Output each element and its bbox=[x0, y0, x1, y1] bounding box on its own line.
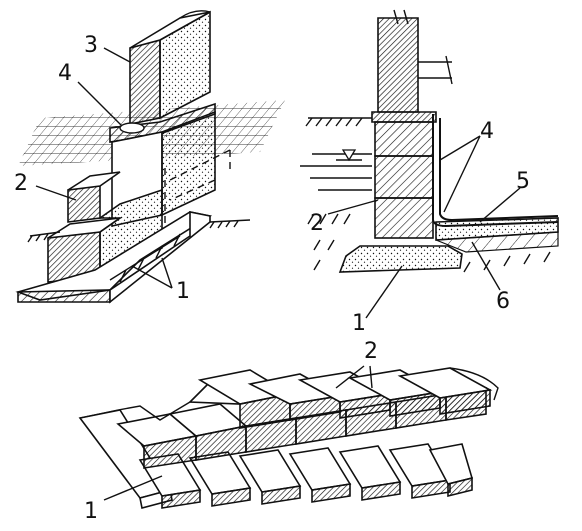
floor-beam bbox=[418, 55, 453, 85]
leader-b-5 bbox=[479, 187, 521, 223]
underlay bbox=[435, 231, 559, 253]
foundation-wall-side bbox=[161, 110, 216, 217]
label-b-5: 5 bbox=[516, 169, 530, 194]
label-a-4: 4 bbox=[58, 61, 72, 86]
block-1 bbox=[374, 121, 434, 157]
footing-side bbox=[109, 211, 211, 304]
upper-tier bbox=[188, 367, 499, 429]
label-b-2: 2 bbox=[310, 211, 324, 236]
lower-tier bbox=[138, 443, 474, 509]
footing-pad bbox=[338, 245, 463, 273]
stair-edge bbox=[79, 401, 191, 421]
earth-hatch-b bbox=[307, 213, 551, 273]
step-upper-front bbox=[67, 185, 101, 223]
block-2 bbox=[374, 155, 434, 199]
wall-front-face bbox=[129, 38, 161, 125]
leader-b-6 bbox=[471, 241, 501, 291]
figure-a-strip-foundation-isometric: 3 4 2 1 bbox=[14, 10, 285, 304]
figure-c-stepped-block-footing: 2 1 bbox=[78, 339, 499, 524]
leader-c-1 bbox=[103, 475, 163, 501]
leader-4 bbox=[77, 81, 123, 127]
plinth bbox=[371, 111, 437, 123]
ground-ticks-a bbox=[27, 220, 239, 243]
label-c-1: 1 bbox=[84, 499, 98, 524]
leader-1b bbox=[161, 257, 173, 289]
footing-blocks bbox=[109, 233, 181, 283]
block-3 bbox=[374, 197, 434, 239]
step-upper-top bbox=[67, 171, 121, 191]
leader-b-2 bbox=[327, 199, 379, 215]
figure-b-section-with-waterproofing: 4 5 2 6 1 bbox=[300, 9, 559, 336]
footing-front bbox=[17, 289, 111, 303]
leader-3 bbox=[103, 47, 131, 63]
label-a-3: 3 bbox=[84, 33, 98, 58]
insulation-joint bbox=[119, 122, 145, 134]
leader-b-1 bbox=[365, 265, 403, 319]
label-b-1: 1 bbox=[352, 311, 366, 336]
leader-c-2a bbox=[335, 365, 365, 389]
label-c-2: 2 bbox=[364, 339, 378, 364]
upper-wall bbox=[377, 17, 419, 113]
leader-2 bbox=[35, 185, 77, 201]
label-a-2: 2 bbox=[14, 171, 28, 196]
label-b-6: 6 bbox=[496, 289, 510, 314]
ground-ticks-b bbox=[305, 117, 363, 127]
middle-tier bbox=[116, 387, 487, 469]
leader-b-4b bbox=[443, 135, 481, 213]
leader-1a bbox=[131, 265, 173, 289]
leader-b-4a bbox=[439, 135, 481, 161]
label-b-4: 4 bbox=[480, 119, 494, 144]
leader-c-2b bbox=[369, 365, 373, 389]
waterproofing-outer bbox=[439, 118, 559, 222]
upper-wall-break bbox=[393, 9, 409, 25]
label-a-1: 1 bbox=[176, 279, 190, 304]
water-level-marker bbox=[341, 149, 357, 162]
water-level bbox=[300, 153, 372, 191]
wall-break-line bbox=[179, 10, 211, 19]
